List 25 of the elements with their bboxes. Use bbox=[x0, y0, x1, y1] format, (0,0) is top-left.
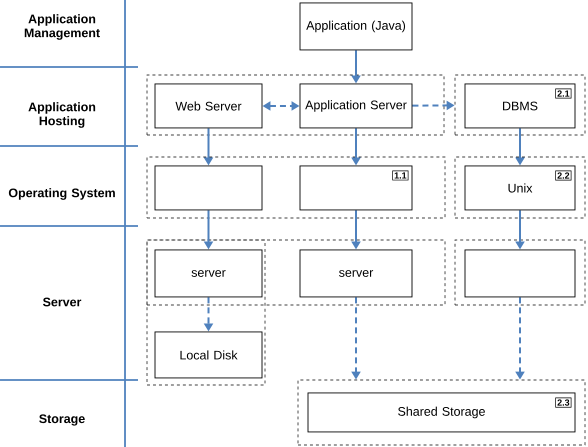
process-box: Application (Java) bbox=[300, 2, 412, 50]
row-label: Server bbox=[42, 298, 82, 306]
group-frame bbox=[146, 74, 444, 136]
group-frame bbox=[454, 240, 586, 306]
process-box: Local Disk bbox=[154, 332, 262, 378]
row-label: Application Management bbox=[24, 14, 100, 40]
process-box: Application Server bbox=[300, 84, 412, 128]
group-frame bbox=[454, 74, 586, 136]
process-box: Web Server bbox=[154, 84, 262, 128]
empty-box bbox=[464, 250, 576, 298]
group-frame bbox=[454, 156, 586, 218]
group-frame bbox=[146, 156, 446, 218]
group-frame bbox=[298, 380, 586, 446]
process-box: DBMS 2.1 bbox=[464, 84, 576, 128]
process-box: Unix 2.2 bbox=[464, 166, 576, 210]
process-box: server bbox=[154, 250, 262, 298]
row-label: Operating System bbox=[8, 188, 115, 200]
process-box: 1.1 bbox=[300, 166, 412, 210]
empty-box bbox=[154, 166, 262, 210]
group-frame bbox=[146, 240, 266, 386]
process-box: server bbox=[300, 250, 412, 298]
row-label: Application Hosting bbox=[28, 102, 96, 128]
row-label: Storage bbox=[39, 414, 85, 426]
group-frame bbox=[146, 240, 446, 306]
process-box: Shared Storage 2.3 bbox=[308, 392, 576, 432]
